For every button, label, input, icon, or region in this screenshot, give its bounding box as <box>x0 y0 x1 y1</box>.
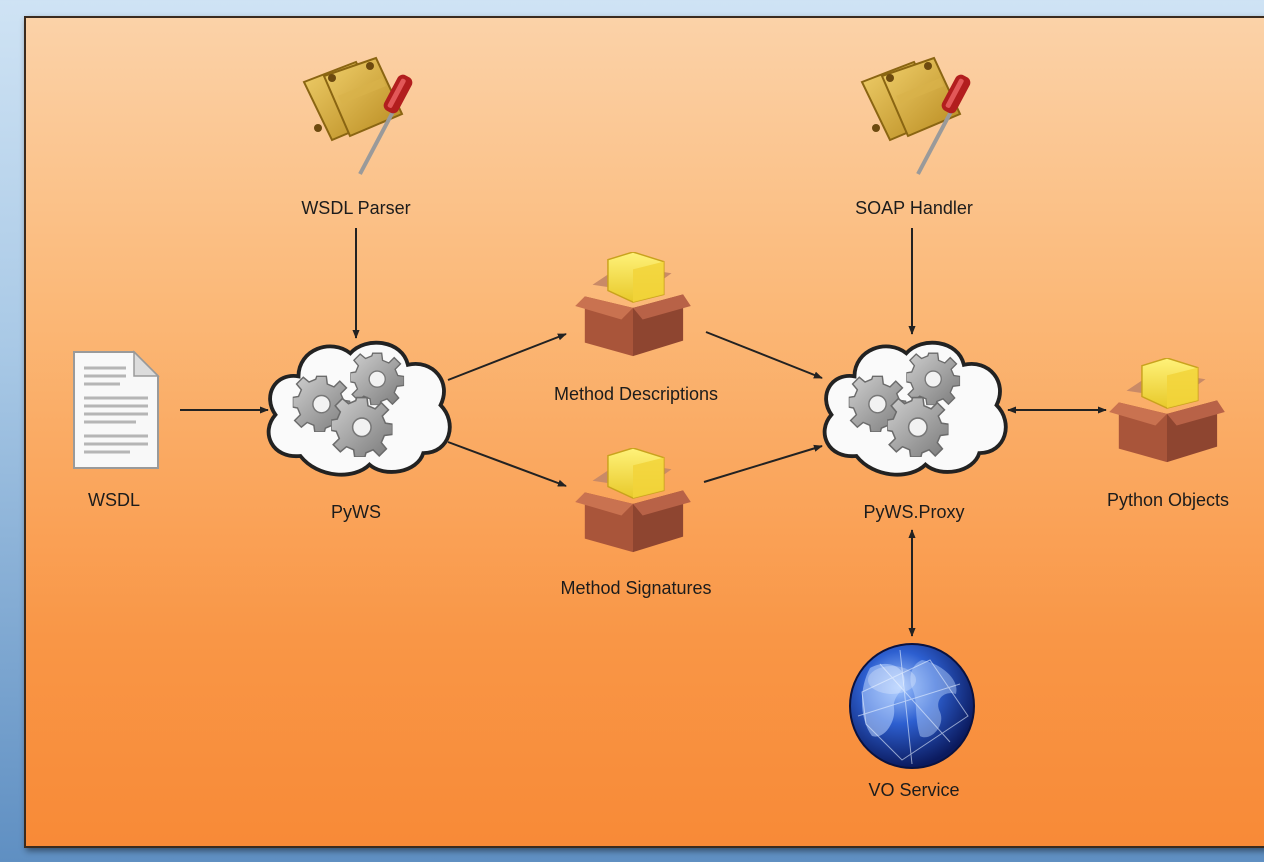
wsdl-label: WSDL <box>87 490 141 510</box>
document-icon <box>72 350 160 470</box>
globe-icon <box>849 643 975 769</box>
parts-tool-icon <box>860 56 975 176</box>
parts-tool-icon <box>302 56 417 176</box>
cloud-gears-icon <box>825 343 1006 475</box>
wsdl-parser-label: WSDL Parser <box>301 198 411 218</box>
method-signatures-label: Method Signatures <box>560 578 712 598</box>
package-box-icon <box>1108 358 1226 463</box>
package-box-icon <box>574 448 692 553</box>
method-descriptions-label: Method Descriptions <box>553 384 719 404</box>
package-box-icon <box>574 252 692 357</box>
edge-method-descriptions-to-proxy <box>705 331 823 379</box>
pyws-label: PyWS <box>330 502 382 522</box>
edges <box>180 228 1107 637</box>
cloud-gears-icon <box>269 343 450 475</box>
edge-method-signatures-to-proxy <box>703 444 823 483</box>
soap-handler-label: SOAP Handler <box>855 198 973 218</box>
diagram-panel <box>24 16 1264 848</box>
pyws-proxy-label: PyWS.Proxy <box>863 502 965 522</box>
edge-pyws-to-method-descriptions <box>447 333 567 381</box>
vo-service-label: VO Service <box>868 780 960 800</box>
python-objects-label: Python Objects <box>1106 490 1230 510</box>
edge-pyws-to-method-signatures <box>447 441 567 487</box>
